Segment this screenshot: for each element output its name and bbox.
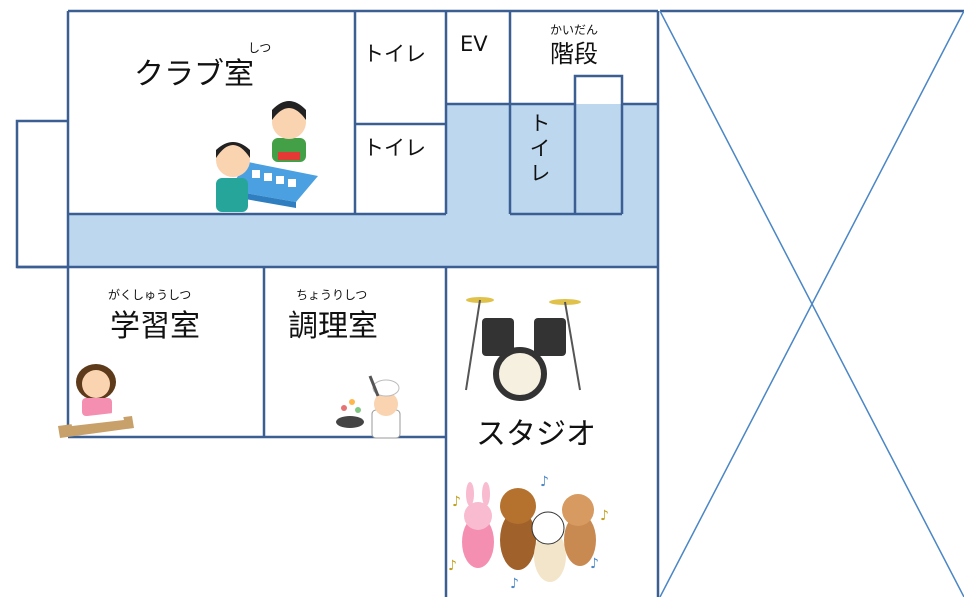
studio-label: スタジオ	[476, 417, 596, 452]
stairs-label: 階段	[550, 40, 598, 68]
elevator-label: EV	[460, 32, 488, 56]
drum-kit-icon	[465, 297, 581, 401]
study-room-ruby: がくしゅうしつ	[108, 288, 192, 302]
stairs-ruby: かいだん	[550, 23, 599, 37]
club-room-ruby: しつ	[248, 41, 272, 55]
girl-studying-icon	[58, 364, 134, 438]
club-room-label: クラブ室	[134, 57, 254, 92]
corridor	[68, 104, 658, 267]
dancing-animals-icon: ♪ ♪ ♪ ♪ ♪ ♪	[448, 474, 609, 592]
svg-text:♪: ♪	[448, 558, 457, 574]
crossed-area	[659, 9, 964, 597]
toilet-middle-label: トイレ	[363, 136, 426, 160]
chef-cooking-icon	[336, 375, 401, 439]
svg-text:♪: ♪	[540, 474, 549, 490]
toilet-top-label: トイレ	[363, 42, 426, 66]
svg-text:♪: ♪	[452, 494, 461, 510]
svg-text:♪: ♪	[510, 576, 519, 592]
svg-text:♪: ♪	[590, 556, 599, 572]
cooking-room-label: 調理室	[288, 309, 378, 344]
svg-text:♪: ♪	[600, 508, 609, 524]
toilet-vertical-label: トイレ	[527, 112, 551, 187]
boys-playing-cards-icon	[216, 101, 318, 212]
study-room-label: 学習室	[110, 309, 200, 344]
cooking-room-ruby: ちょうりしつ	[296, 288, 368, 302]
